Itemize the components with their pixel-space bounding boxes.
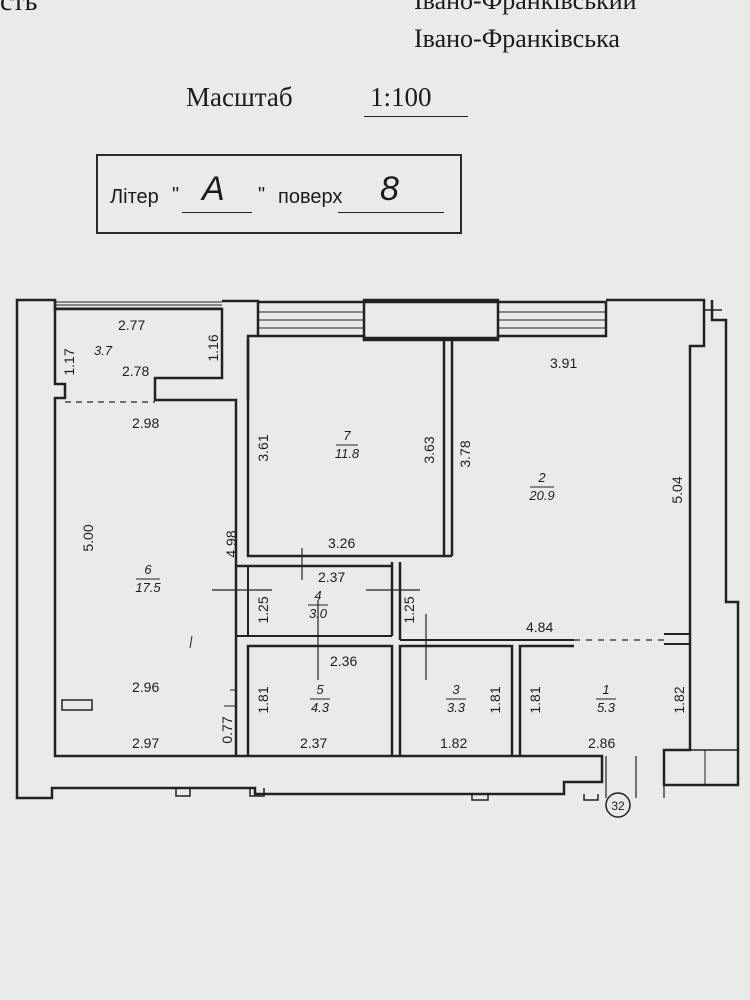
dim-room6-niche-height: 0.77 xyxy=(219,716,235,743)
letter-label: Літер xyxy=(110,186,159,208)
room-5-number: 5 xyxy=(316,682,324,697)
dim-room6-height-right: 4.98 xyxy=(223,530,239,557)
dim-room6-height: 5.00 xyxy=(80,524,96,551)
dim-room1-height-right: 1.82 xyxy=(671,686,687,713)
dim-room3-height: 1.81 xyxy=(487,686,503,713)
header-left-fragment: сть xyxy=(0,0,38,17)
letter-value: А xyxy=(202,170,225,208)
scale-label: Масштаб xyxy=(186,82,293,112)
dim-room5-width-top: 2.36 xyxy=(330,653,357,669)
plan-walls xyxy=(15,298,740,818)
room-7-area: 11.8 xyxy=(335,446,360,461)
room-2-number: 2 xyxy=(537,470,546,485)
room-1-area: 5.3 xyxy=(597,700,616,715)
dim-room6-width-bottom: 2.97 xyxy=(132,735,159,751)
dim-balcony-width-bottom: 2.78 xyxy=(122,363,149,379)
room-3-area: 3.3 xyxy=(447,700,466,715)
scale-value: 1:100 xyxy=(370,82,432,112)
dim-room6-width-mid: 2.96 xyxy=(132,679,159,695)
dim-room2-height-left: 3.78 xyxy=(457,440,473,467)
room-1-number: 1 xyxy=(602,682,609,697)
letter-underline xyxy=(182,212,252,213)
dim-room7-height-right: 3.63 xyxy=(421,436,437,463)
letter-quote-open: " xyxy=(172,184,180,206)
dim-room2-width: 3.91 xyxy=(550,355,577,371)
room-labels: 3.7 7 11.8 2 20.9 6 17.5 4 3.0 5 4.3 3 3… xyxy=(94,343,625,813)
title-stamp: Літер " А " поверх 8 xyxy=(96,154,462,234)
floor-label: поверх xyxy=(278,186,343,208)
dim-room7-width: 3.26 xyxy=(328,535,355,551)
section-marker: 32 xyxy=(611,799,625,813)
dim-room7-height-left: 3.61 xyxy=(255,434,271,461)
room-6-area: 17.5 xyxy=(135,580,161,595)
dim-room1-width: 2.86 xyxy=(588,735,615,751)
dim-balcony-width-top: 2.77 xyxy=(118,317,145,333)
scale-underline xyxy=(364,116,468,117)
dim-room4-height-right: 1.25 xyxy=(401,596,417,623)
letter-quote-close: " xyxy=(258,184,266,206)
dimension-labels: 1.17 2.77 2.78 1.16 3.91 2.98 3.61 3.63 … xyxy=(61,317,687,751)
floor-underline xyxy=(338,212,444,213)
room-7-number: 7 xyxy=(343,428,351,443)
dim-room1-height-left: 1.81 xyxy=(527,686,543,713)
dim-balcony-height-left: 1.17 xyxy=(61,348,77,375)
dim-room4-height-left: 1.25 xyxy=(255,596,271,623)
dim-balcony-height-right: 1.16 xyxy=(205,334,221,361)
room-5-area: 4.3 xyxy=(311,700,330,715)
room-3-number: 3 xyxy=(452,682,460,697)
header-region: Івано-Франківський xyxy=(414,0,637,15)
dim-room6-width-top: 2.98 xyxy=(132,415,159,431)
room-4-number: 4 xyxy=(314,588,321,603)
room-2-area: 20.9 xyxy=(528,488,554,503)
dim-room2-height-right: 5.04 xyxy=(669,476,685,503)
floor-value: 8 xyxy=(380,170,399,208)
dim-room5-width-bottom: 2.37 xyxy=(300,735,327,751)
dim-room1-corridor-width: 4.84 xyxy=(526,619,553,635)
room-4-area: 3.0 xyxy=(309,606,328,621)
header-city: Івано-Франківська xyxy=(414,24,620,53)
balcony-area: 3.7 xyxy=(94,343,113,358)
dim-room4-width: 2.37 xyxy=(318,569,345,585)
dim-room3-width: 1.82 xyxy=(440,735,467,751)
room-6-number: 6 xyxy=(144,562,152,577)
dim-room5-height: 1.81 xyxy=(255,686,271,713)
